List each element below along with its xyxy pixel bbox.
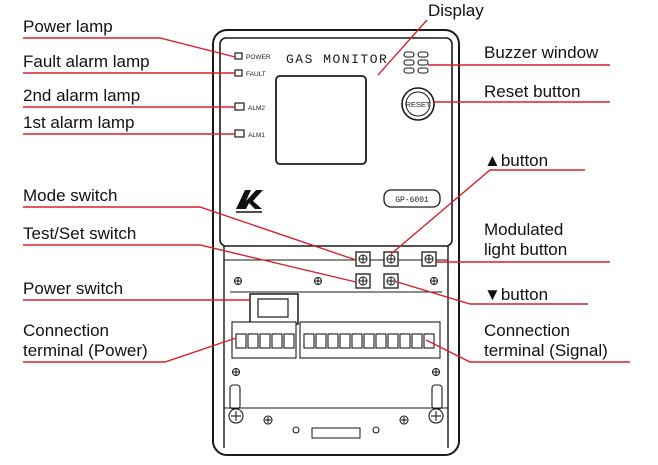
mode-switch[interactable] [355, 251, 371, 267]
bottom-plate [311, 427, 361, 439]
model-label: GP-6001 [395, 196, 429, 205]
up-button[interactable] [383, 251, 399, 267]
power-switch-toggle [257, 298, 289, 318]
terminal-power [231, 321, 297, 359]
label-test-set-switch: Test/Set switch [23, 224, 137, 243]
model-plate [383, 189, 441, 208]
alm2-lamp-icon [234, 102, 245, 111]
label-down-button: ▼button [484, 285, 549, 304]
leader-power-lamp [23, 37, 236, 58]
label-modulated-2: light button [484, 240, 568, 259]
display-screen [275, 75, 367, 165]
label-connection-power-2: terminal (Power) [23, 341, 148, 360]
label-power-lamp: Power lamp [23, 17, 113, 36]
fault-indicator-label: FAULT [246, 71, 266, 78]
leader-down-button [393, 280, 588, 305]
reset-button[interactable] [401, 87, 435, 121]
power-lamp-icon [234, 52, 243, 60]
reset-button-ring [405, 91, 431, 117]
label-2nd-alarm-lamp: 2nd alarm lamp [23, 86, 141, 105]
test-set-switch[interactable] [355, 273, 371, 289]
label-1st-alarm-lamp: 1st alarm lamp [23, 113, 135, 132]
leader-test-set [23, 244, 357, 283]
label-connection-power-1: Connection [23, 321, 110, 340]
fault-lamp-icon [234, 69, 243, 77]
label-power-switch: Power switch [23, 279, 124, 298]
buzzer-window [403, 51, 429, 74]
leader-lines [23, 19, 630, 363]
power-indicator-label: POWER [246, 54, 271, 61]
label-display: Display [428, 1, 484, 20]
leader-display [377, 19, 428, 76]
modulated-light-button[interactable] [421, 251, 437, 267]
down-button[interactable] [383, 273, 399, 289]
alm1-indicator-label: ALM1 [248, 132, 265, 139]
terminal-signal [299, 321, 441, 359]
mount-slot-left [229, 384, 241, 410]
leader-up-button [390, 169, 585, 255]
label-buzzer-window: Buzzer window [484, 43, 599, 62]
label-up-button: ▲button [484, 151, 549, 170]
leader-mode-switch [23, 206, 357, 261]
label-modulated-1: Modulated [484, 220, 564, 239]
label-mode-switch: Mode switch [23, 186, 118, 205]
mount-slot-right [431, 384, 443, 410]
reset-button-label: RESET [405, 100, 430, 109]
label-reset-button: Reset button [484, 82, 581, 101]
device-title: GAS MONITOR [286, 52, 388, 67]
label-fault-alarm-lamp: Fault alarm lamp [23, 52, 150, 71]
label-connection-signal-1: Connection [484, 321, 571, 340]
leader-terminal-power [23, 337, 237, 363]
leader-terminal-signal [425, 339, 630, 363]
alm1-lamp-icon [234, 129, 245, 138]
label-connection-signal-2: terminal (Signal) [484, 341, 608, 360]
screw-markers [232, 277, 440, 376]
mount-holes [228, 408, 444, 434]
alm2-indicator-label: ALM2 [248, 105, 265, 112]
brand-logo [236, 190, 263, 213]
